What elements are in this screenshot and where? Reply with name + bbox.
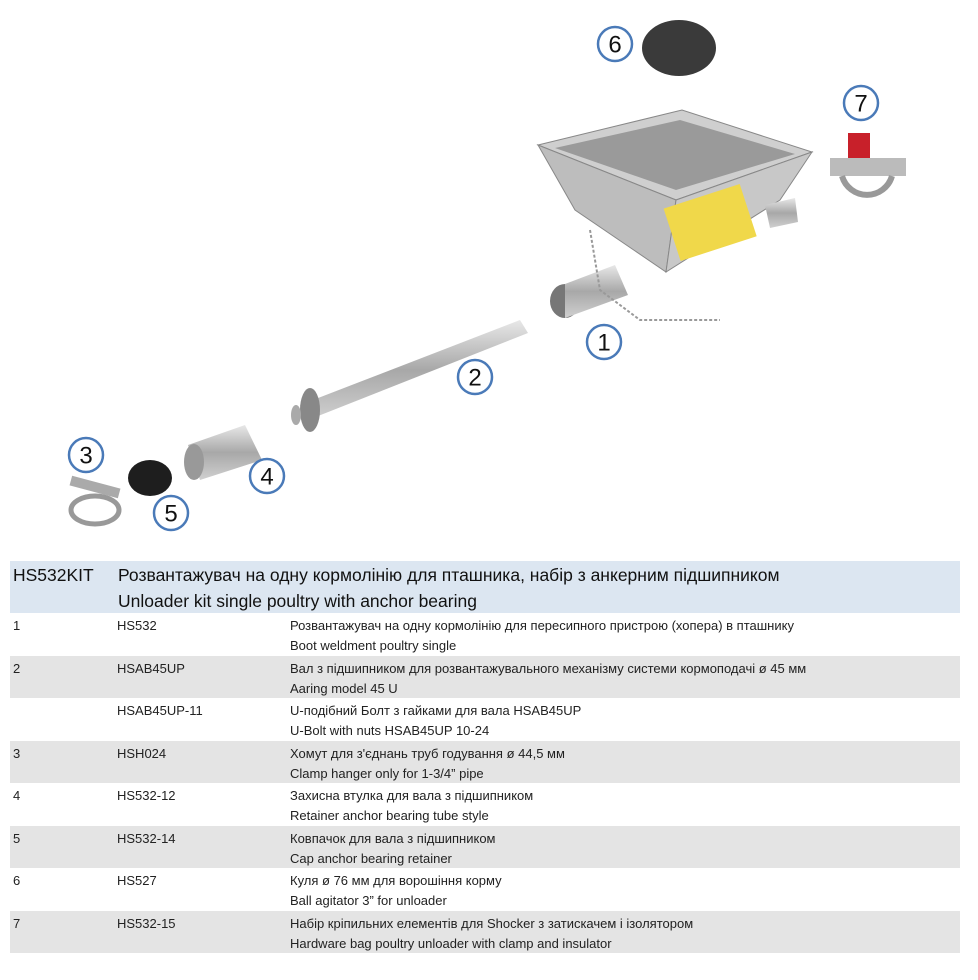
description-en: Hardware bag poultry unloader with clamp… — [290, 935, 612, 951]
description-en: Cap anchor bearing retainer — [290, 850, 452, 866]
description-en: U-Bolt with nuts HSAB45UP 10-24 — [290, 723, 490, 738]
callout-7-circle — [842, 84, 880, 122]
table-row: 1 HS532 Розвантажувач на одну кормолінію д… — [10, 613, 960, 656]
ball-agitator-part — [642, 20, 716, 76]
part-code: HSAB45UP — [117, 660, 185, 676]
part-code: HSH024 — [117, 745, 167, 761]
description-uk: Набір кріпильних елементів для Shocker з… — [290, 915, 694, 931]
part-number: 5 — [13, 830, 21, 846]
exploded-parts-diagram: 1 2 3 4 5 6 7 — [67, 20, 906, 532]
callout-6: 6 — [608, 32, 621, 59]
hardware-bag-part — [830, 133, 906, 198]
callout-3-circle — [67, 436, 105, 474]
callout-5-circle — [152, 494, 190, 532]
description-uk: Вал з підшипником для розвантажувального… — [290, 660, 807, 676]
description-uk: Хомут для з'єднань труб годування ø 44,5… — [290, 745, 565, 761]
kit-title-en: Unloader kit single poultry with anchor … — [118, 591, 477, 611]
callout-6-circle — [596, 25, 634, 63]
table-row: 7 HS532-15 Набір кріпильних елементів для … — [10, 910, 960, 953]
description-en: Ball agitator 3” for unloader — [290, 893, 447, 908]
part-code: HS532-12 — [117, 788, 176, 803]
description-uk: Ковпачок для вала з підшипником — [290, 830, 496, 846]
kit-title-uk: Розвантажувач на одну кормолінію для пта… — [118, 565, 780, 585]
part-number: 1 — [13, 618, 21, 633]
clamp-hanger-part — [68, 475, 122, 527]
table-row: 3 HSH024 Хомут для з'єднань труб годування… — [10, 740, 960, 783]
part-number: 2 — [13, 660, 21, 676]
part-code: HS532 — [117, 618, 157, 633]
description-uk: Розвантажувач на одну кормолінію для пер… — [290, 618, 794, 633]
table-row: HSAB45UP-11 U-подібний Болт з гайками для… — [10, 698, 960, 741]
callout-5: 5 — [164, 501, 177, 528]
shaft-bearing-part — [291, 320, 528, 432]
description-en: Clamp hanger only for 1-3/4” pipe — [290, 765, 484, 781]
part-number: 3 — [13, 745, 21, 761]
cap-part — [128, 460, 172, 496]
part-code: HS532-14 — [117, 830, 176, 846]
table-row: 2 HSAB45UP Вал з підшипником для розвантаж… — [10, 655, 960, 698]
callout-2: 2 — [468, 365, 481, 392]
callout-1: 1 — [597, 330, 610, 357]
part-code: HSAB45UP-11 — [117, 703, 203, 718]
description-en: Aaring model 45 U — [290, 680, 398, 696]
description-uk: Куля ø 76 мм для ворошіння корму — [290, 873, 502, 888]
part-number: 4 — [13, 788, 21, 803]
kit-header: HS532KIT Розвантажувач на одну кормоліні… — [10, 561, 960, 613]
description-uk: Захисна втулка для вала з підшипником — [290, 788, 534, 803]
callout-3: 3 — [79, 443, 92, 470]
callout-2-circle — [456, 358, 494, 396]
part-code: HS532-15 — [117, 915, 176, 931]
parts-table: HS532KIT Розвантажувач на одну кормоліні… — [10, 561, 960, 953]
callout-1-circle — [585, 323, 623, 361]
description-uk: U-подібний Болт з гайками для вала HSAB4… — [290, 703, 582, 718]
retainer-tube-part — [184, 425, 262, 480]
callout-7: 7 — [854, 91, 867, 118]
description-en: Retainer anchor bearing tube style — [290, 808, 489, 823]
table-row: 4 HS532-12 Захисна втулка для вала з підши… — [10, 783, 960, 826]
part-number: 6 — [13, 873, 21, 888]
callout-4-circle — [248, 457, 286, 495]
description-en: Boot weldment poultry single — [290, 638, 457, 653]
hopper-boot-part — [536, 109, 814, 321]
part-number: 7 — [13, 915, 21, 931]
table-row: 5 HS532-14 Ковпачок для вала з підшипником… — [10, 825, 960, 868]
callout-4: 4 — [260, 464, 273, 491]
part-code: HS527 — [117, 873, 157, 888]
kit-code: HS532KIT — [13, 565, 94, 585]
